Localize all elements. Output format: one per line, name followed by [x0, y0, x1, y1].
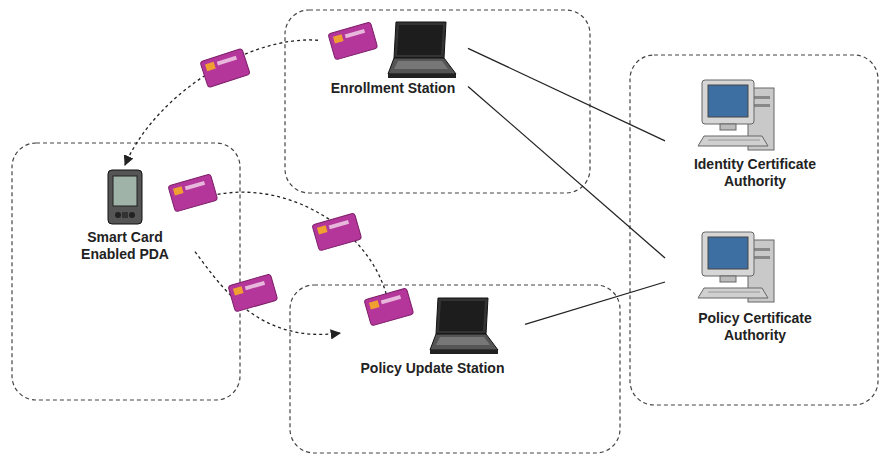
station-node: Identity Certificate Authority [665, 76, 845, 194]
station-node: Enrollment Station [318, 20, 468, 101]
card-flow-arrow [195, 192, 386, 294]
station-node: Smart Card Enabled PDA [55, 165, 195, 267]
station-node: Policy Certificate Authority [665, 228, 845, 348]
network-link [525, 282, 665, 324]
network-link [468, 48, 665, 141]
node-label: Identity Certificate Authority [675, 156, 835, 190]
node-label: Policy Update Station [361, 360, 505, 377]
node-label: Policy Certificate Authority [675, 310, 835, 344]
node-label: Enrollment Station [331, 80, 455, 97]
node-label: Smart Card Enabled PDA [70, 229, 180, 263]
network-link [468, 86, 665, 258]
card-flow-arrow [195, 252, 340, 335]
station-node: Policy Update Station [340, 294, 525, 381]
card-flow-arrow [125, 40, 318, 165]
